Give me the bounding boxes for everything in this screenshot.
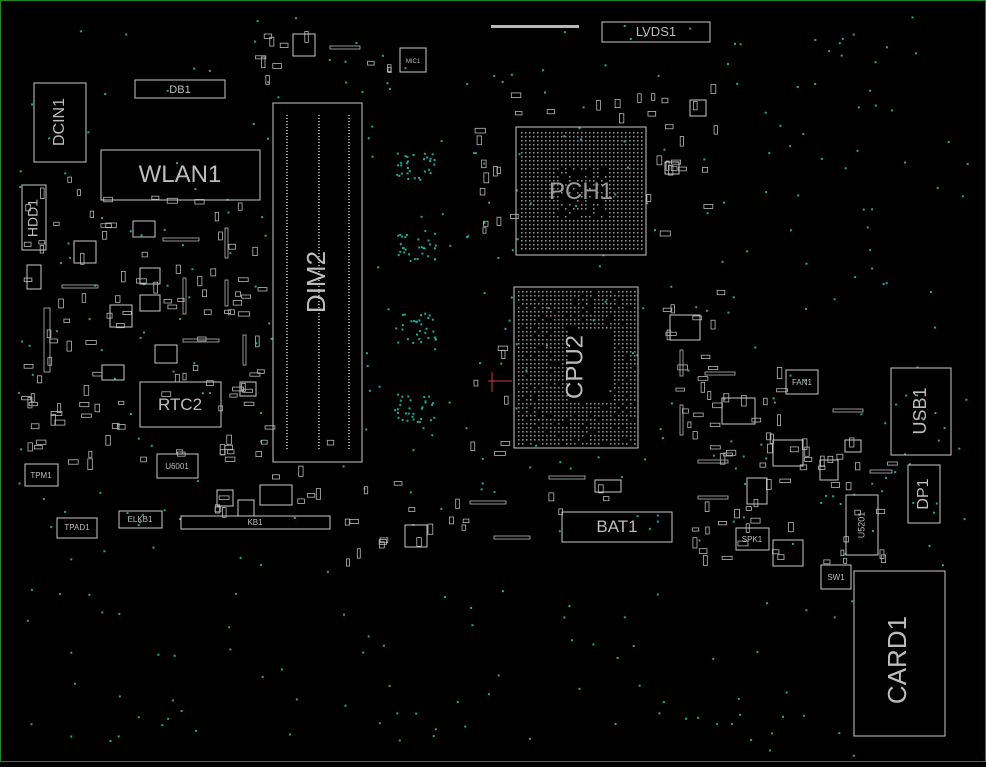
keyboard-connector-label: KB1 <box>247 518 263 527</box>
touchpad-connector[interactable]: TPAD1 <box>56 517 98 539</box>
speaker-connector[interactable]: SPK1 <box>735 527 770 551</box>
touchpad-connector-label: TPAD1 <box>64 523 90 532</box>
via-field <box>18 16 969 757</box>
elkb-connector[interactable]: ELKB1 <box>118 510 163 529</box>
card-reader-slot[interactable]: CARD1 <box>853 570 946 737</box>
tpm-chip[interactable]: TPM1 <box>24 463 59 487</box>
power-switch-label: SW1 <box>827 573 845 582</box>
dcin-jack-label: DCIN1 <box>51 98 68 146</box>
rtc-battery[interactable]: RTC2 <box>139 381 222 428</box>
u6001-chip-label: U6001 <box>165 462 189 471</box>
u5201-chip[interactable]: U5201 <box>845 494 879 556</box>
wlan-slot[interactable]: WLAN1 <box>100 149 261 201</box>
cpu-socket[interactable]: CPU2 <box>513 286 639 449</box>
dimm-slot-label: DIM2 <box>301 251 331 313</box>
mic-connector-label: MIC1 <box>406 59 421 65</box>
battery-connector-label: BAT1 <box>596 517 637 536</box>
db-connector[interactable]: DB1 <box>134 79 226 99</box>
hdd-connector-label: HDD1 <box>25 199 41 237</box>
hdd-connector[interactable]: HDD1 <box>21 184 47 251</box>
dimm-slot[interactable]: DIM2 <box>272 102 363 463</box>
mic-connector[interactable]: MIC1 <box>399 47 427 73</box>
elkb-connector-label: ELKB1 <box>128 515 153 524</box>
speaker-connector-label: SPK1 <box>742 535 763 544</box>
dcin-jack[interactable]: DCIN1 <box>33 82 87 163</box>
usb-port-label: USB1 <box>910 387 930 434</box>
power-switch[interactable]: SW1 <box>820 564 852 590</box>
lvds-connector-label: LVDS1 <box>636 24 676 39</box>
db-connector-label: DB1 <box>169 84 190 96</box>
rtc-battery-label: RTC2 <box>158 395 202 414</box>
battery-connector[interactable]: BAT1 <box>561 511 673 543</box>
displayport-connector[interactable]: DP1 <box>907 464 941 524</box>
pch-chip[interactable]: PCH1 <box>515 126 647 256</box>
fan-connector[interactable]: FAN1 <box>785 369 819 395</box>
cpu-origin-marker <box>488 372 512 392</box>
top-connector-strip <box>491 25 579 28</box>
pch-chip-label: PCH1 <box>549 178 613 205</box>
u5201-chip-label: U5201 <box>856 512 866 539</box>
cpu-socket-label: CPU2 <box>561 335 588 399</box>
lvds-connector[interactable]: LVDS1 <box>601 21 711 43</box>
usb-port[interactable]: USB1 <box>890 367 952 456</box>
tpm-chip-label: TPM1 <box>30 471 52 480</box>
displayport-connector-label: DP1 <box>915 478 932 509</box>
wlan-slot-label: WLAN1 <box>139 161 222 188</box>
u6001-chip[interactable]: U6001 <box>156 453 199 479</box>
fan-connector-label: FAN1 <box>792 378 813 387</box>
keyboard-connector[interactable]: KB1 <box>180 515 331 530</box>
small-components-layer <box>21 31 898 567</box>
card-reader-slot-label: CARD1 <box>882 616 912 704</box>
